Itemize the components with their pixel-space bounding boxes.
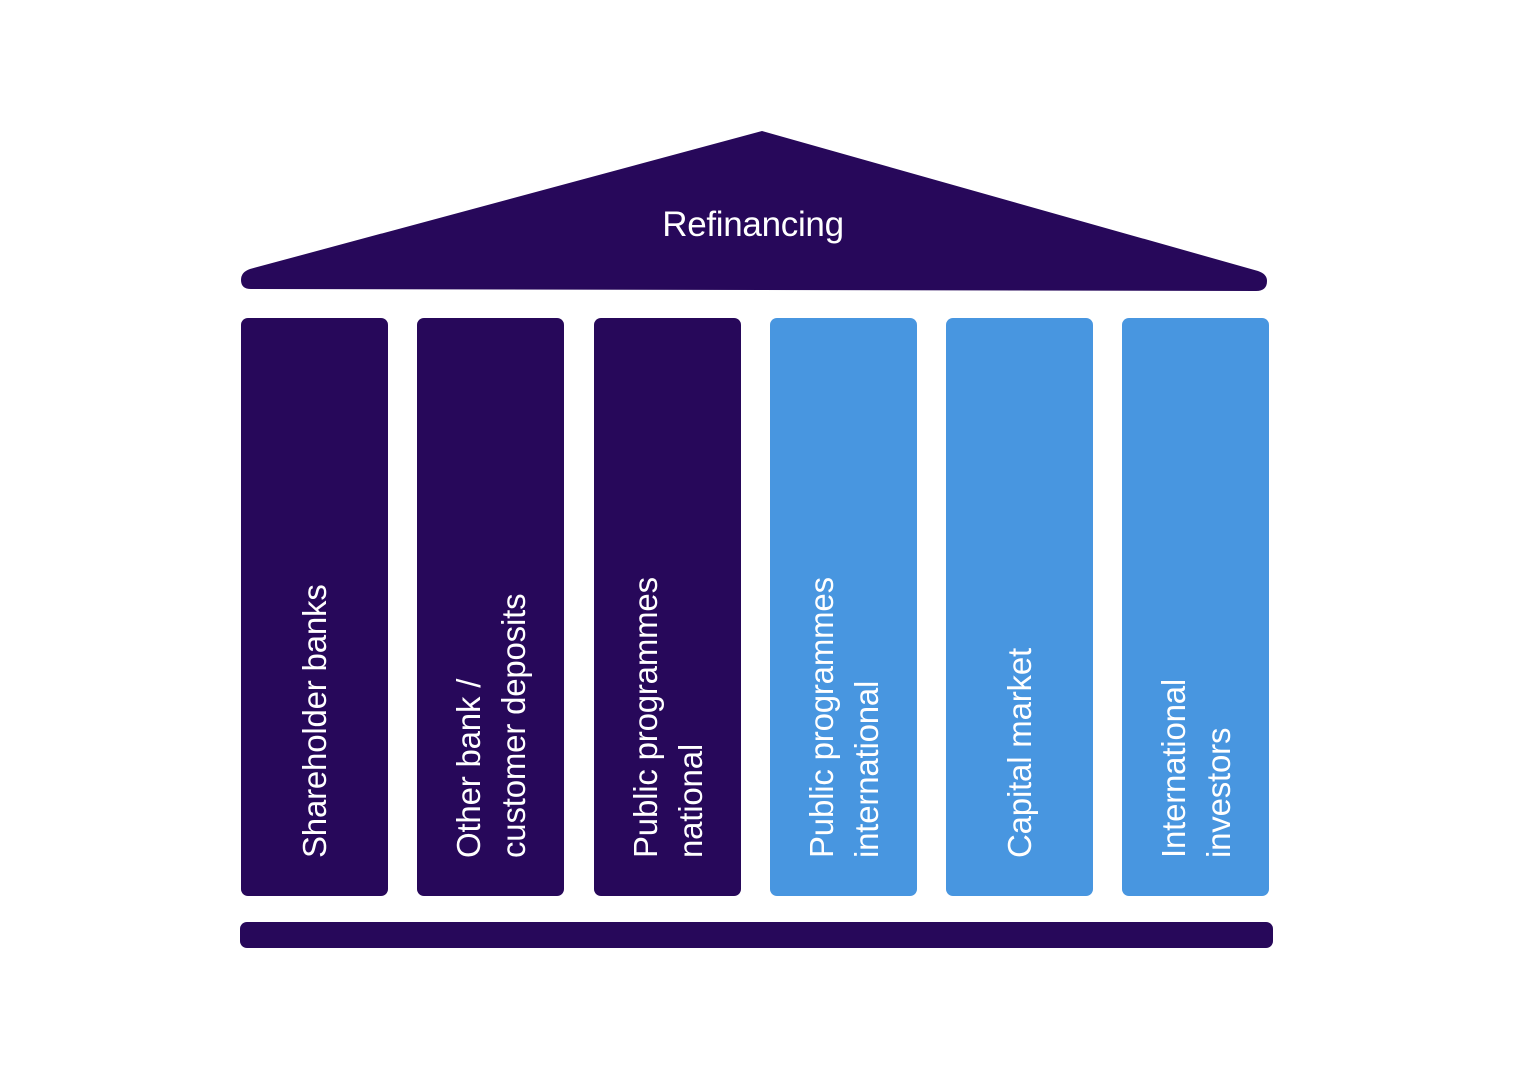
pillar-label: Capital market — [1001, 648, 1038, 858]
foundation-base — [240, 922, 1273, 948]
pillar-label: Public programmes international — [802, 577, 885, 858]
pillar-label: Other bank / customer deposits — [449, 593, 532, 858]
pillar-shareholder-banks: Shareholder banks — [241, 318, 388, 896]
roof-shape — [241, 131, 1267, 291]
pillar-public-programmes-international: Public programmes international — [770, 318, 917, 896]
pillar-capital-market: Capital market — [946, 318, 1093, 896]
pillar-label: Public programmes national — [626, 577, 709, 858]
pillar-international-investors: International investors — [1122, 318, 1269, 896]
pillar-other-bank-customer-deposits: Other bank / customer deposits — [417, 318, 564, 896]
pillar-label: International investors — [1154, 678, 1237, 858]
pillar-label: Shareholder banks — [296, 584, 333, 858]
roof-label: Refinancing — [662, 205, 844, 244]
pillar-public-programmes-national: Public programmes national — [594, 318, 741, 896]
